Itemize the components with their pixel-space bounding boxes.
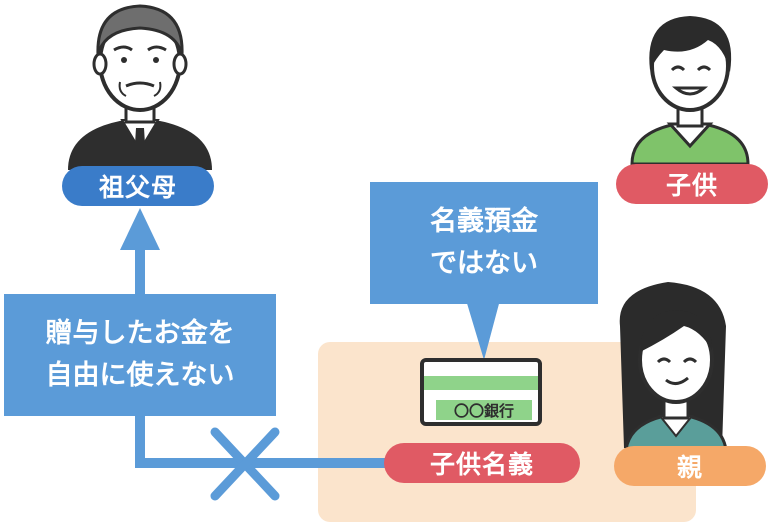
bank-name-label: 〇〇銀行 <box>453 401 514 420</box>
grandparent-label: 祖父母 <box>62 166 214 206</box>
gift-callout: 贈与したお金を 自由に使えない <box>4 294 276 416</box>
nominee-callout-line-1: 名義預金 <box>430 206 538 237</box>
grandparent-icon <box>68 4 212 170</box>
nominee-callout-line-2: ではない <box>430 248 538 279</box>
nominee-callout: 名義預金 ではない <box>370 182 598 304</box>
gift-callout-line-1: 贈与したお金を <box>45 318 235 349</box>
parent-label: 親 <box>614 446 766 486</box>
cross-mark <box>210 427 280 501</box>
arrow-head-up <box>120 208 160 250</box>
bankbook-icon <box>420 358 542 426</box>
gift-callout-line-2: 自由に使えない <box>45 360 235 391</box>
parent-icon <box>619 282 728 452</box>
callout-tail <box>466 300 500 360</box>
child-icon <box>630 16 750 166</box>
account-holder-label: 子供名義 <box>384 443 580 483</box>
child-label: 子供 <box>616 164 768 204</box>
